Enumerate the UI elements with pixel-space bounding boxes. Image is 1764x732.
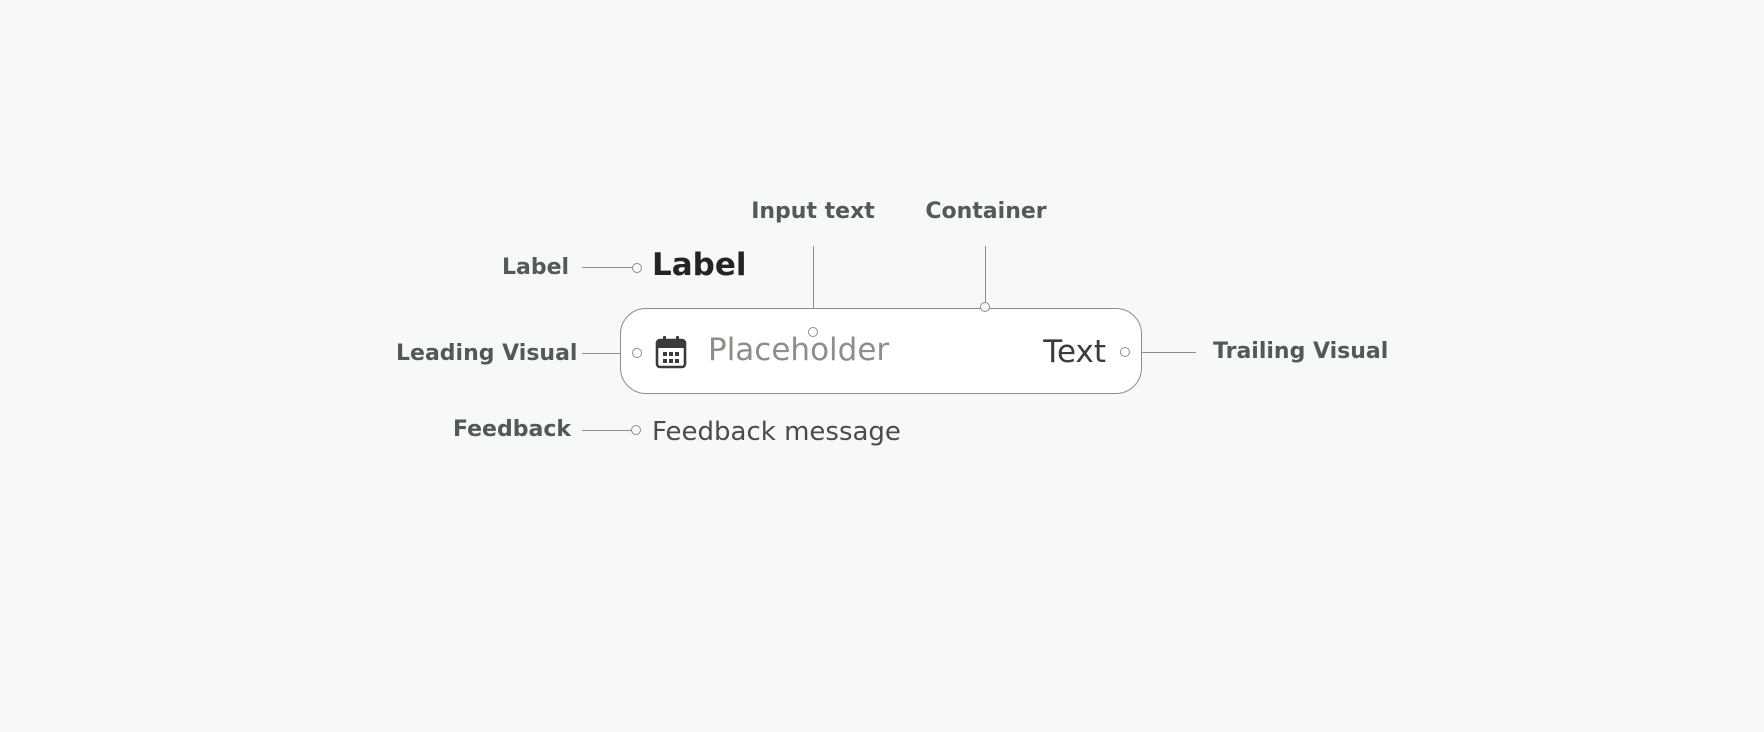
marker-feedback xyxy=(631,425,641,435)
leader-line-leading-visual xyxy=(582,353,636,354)
leader-line-container xyxy=(985,246,986,307)
leader-line-input-text xyxy=(813,246,814,332)
marker-leading-visual xyxy=(632,348,642,358)
annotation-input-text: Input text xyxy=(751,199,875,224)
marker-label xyxy=(632,263,642,273)
marker-input-text xyxy=(808,327,818,337)
calendar-icon xyxy=(655,336,687,369)
annotation-leading-visual: Leading Visual xyxy=(396,341,578,366)
marker-trailing-visual xyxy=(1120,347,1130,357)
input-placeholder[interactable]: Placeholder xyxy=(708,332,890,368)
leader-line-label xyxy=(582,267,636,268)
trailing-visual-text: Text xyxy=(1043,334,1106,370)
annotation-feedback: Feedback xyxy=(453,417,571,442)
field-label: Label xyxy=(652,247,747,283)
annotation-label: Label xyxy=(502,255,570,280)
annotation-container: Container xyxy=(925,199,1047,224)
annotation-trailing-visual: Trailing Visual xyxy=(1213,339,1389,364)
input-container[interactable] xyxy=(620,308,1142,394)
leader-line-trailing-visual xyxy=(1131,352,1196,353)
marker-container xyxy=(980,302,990,312)
leader-line-feedback xyxy=(582,430,636,431)
feedback-message: Feedback message xyxy=(652,417,901,447)
